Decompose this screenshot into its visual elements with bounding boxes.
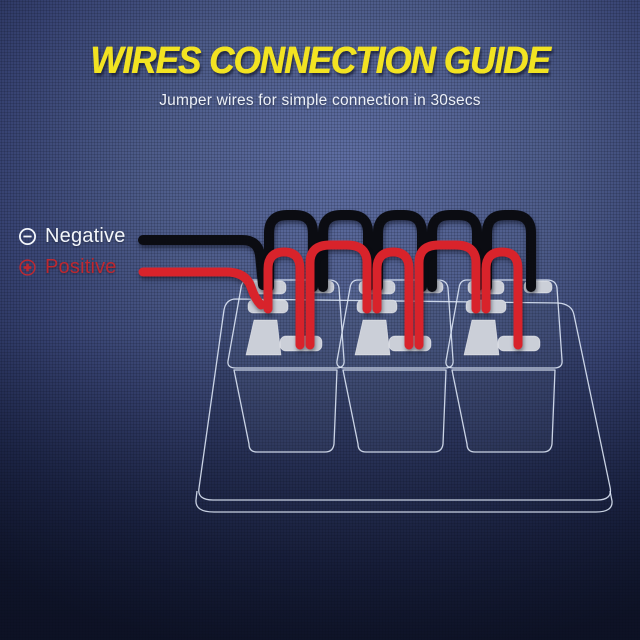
wire-legend: Negative Positive	[18, 225, 126, 287]
legend-row-negative: Negative	[18, 225, 126, 247]
rocker-switch-3	[445, 279, 563, 453]
circle-plus-icon	[19, 258, 36, 276]
page-subtitle: Jumper wires for simple connection in 30…	[159, 92, 481, 109]
negative-label: Negative	[45, 224, 126, 247]
legend-row-positive: Positive	[18, 256, 126, 278]
switch-panel-bottom-lip	[195, 490, 613, 513]
circle-minus-icon	[19, 227, 36, 245]
positive-wire	[138, 240, 523, 350]
positive-label: Positive	[45, 255, 117, 278]
negative-wire	[138, 210, 536, 292]
page-title: WIRES CONNECTION GUIDE	[90, 40, 550, 82]
rocker-switch-2	[336, 279, 454, 453]
rocker-switch-1	[227, 279, 345, 453]
